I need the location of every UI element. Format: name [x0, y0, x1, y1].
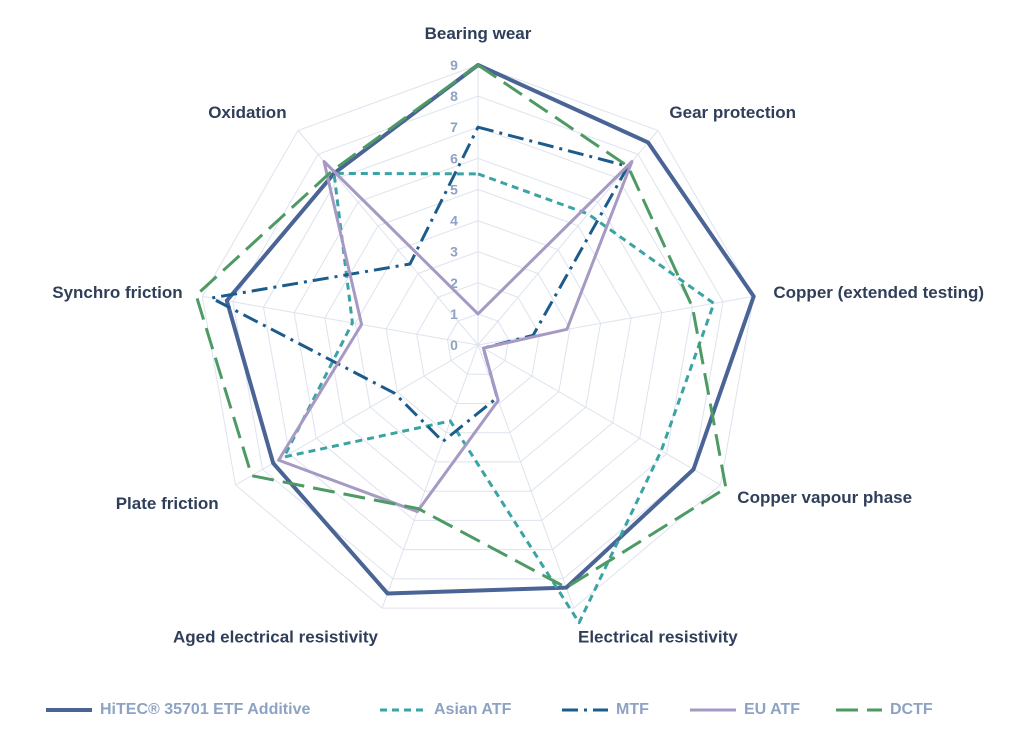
tick-label: 4 — [450, 213, 458, 229]
tick-label: 0 — [450, 337, 458, 353]
axis-label-synchro-friction: Synchro friction — [52, 283, 182, 302]
grid-spoke — [381, 344, 479, 609]
tick-label: 5 — [450, 181, 458, 197]
legend-label: MTF — [616, 701, 649, 718]
legend-item-dctf: DCTF — [834, 696, 933, 724]
tick-label: 3 — [450, 244, 458, 260]
axis-label-copper-extended-testing: Copper (extended testing) — [773, 283, 984, 302]
grid-spoke — [202, 295, 479, 346]
grid-ring — [262, 126, 694, 551]
axis-label-aged-electrical-resistivity: Aged electrical resistivity — [173, 628, 379, 647]
tick-labels: 0 1 2 3 4 5 6 7 8 9 — [450, 57, 458, 353]
legend-swatch — [836, 708, 882, 712]
legend-label: HiTEC® 35701 ETF Additive — [100, 701, 311, 718]
series-eu-atf — [277, 160, 634, 514]
legend-item-mtf: MTF — [560, 696, 649, 724]
legend-item-eu-atf: EU ATF — [688, 696, 800, 724]
grid-ring — [324, 188, 632, 492]
series-mtf — [209, 125, 630, 443]
axis-label-plate-friction: Plate friction — [116, 494, 219, 513]
grid-spoke — [477, 344, 721, 486]
tick-label: 9 — [450, 57, 458, 73]
grid-ring — [446, 313, 510, 375]
legend-swatch — [690, 708, 736, 712]
tick-label: 6 — [450, 150, 458, 166]
grid-ring — [385, 251, 571, 434]
axis-label-oxidation: Oxidation — [208, 103, 286, 122]
legend-item-asian-atf: Asian ATF — [378, 696, 511, 724]
legend-swatch — [380, 708, 426, 712]
radar-grid — [201, 64, 755, 609]
series-hitec-35701-etf-additive — [224, 63, 756, 596]
legend-item-hitec-35701-etf-additive: HiTEC® 35701 ETF Additive — [44, 696, 310, 724]
legend-label: DCTF — [890, 701, 933, 718]
legend-label: EU ATF — [744, 701, 800, 718]
grid-spoke — [235, 344, 479, 486]
series-layer — [194, 63, 756, 625]
axis-label-electrical-resistivity: Electrical resistivity — [578, 628, 738, 647]
axis-label-gear-protection: Gear protection — [669, 103, 796, 122]
tick-label: 2 — [450, 275, 458, 291]
tick-label: 8 — [450, 88, 458, 104]
legend-swatch — [46, 708, 92, 712]
grid-ring — [293, 157, 663, 521]
grid-ring — [232, 95, 724, 580]
grid-ring — [201, 64, 755, 609]
series-dctf — [194, 63, 728, 590]
legend-label: Asian ATF — [434, 701, 512, 718]
tick-label: 1 — [450, 306, 458, 322]
tick-label: 7 — [450, 119, 458, 135]
grid-ring — [416, 282, 540, 404]
grid-spoke — [477, 295, 754, 346]
axis-label-bearing-wear: Bearing wear — [425, 24, 532, 43]
legend: HiTEC® 35701 ETF Additive Asian ATF MTF EU … — [0, 696, 1024, 724]
axis-label-copper-vapour-phase: Copper vapour phase — [737, 488, 912, 507]
legend-swatch — [562, 708, 608, 712]
